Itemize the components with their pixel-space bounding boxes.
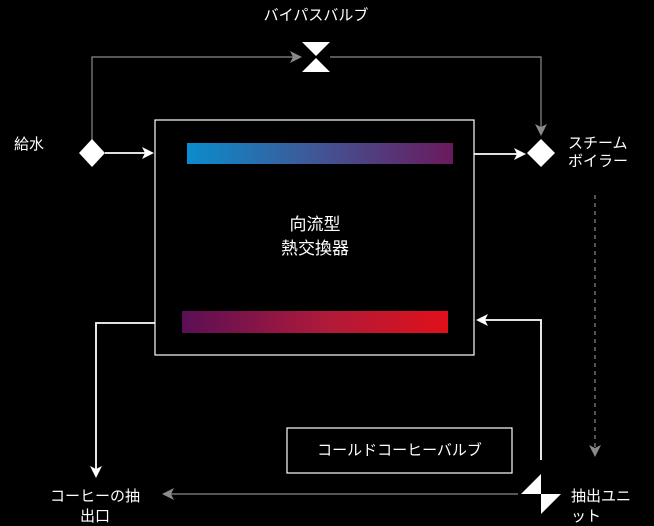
bypass-line-return <box>330 56 547 136</box>
extraction-unit-label-line1: 抽出ユニ <box>571 487 632 505</box>
exchanger-label: 向流型 熱交換器 <box>255 213 375 261</box>
exchanger-label-line1: 向流型 <box>289 215 341 235</box>
steam-boiler-label: スチーム ボイラー <box>568 134 628 170</box>
bypass-line <box>91 51 302 140</box>
steam-boiler-label-line2: ボイラー <box>568 152 629 170</box>
bypass-valve-label: バイパスバルブ <box>263 6 369 24</box>
coffee-outlet-label: コーヒーの抽 出口 <box>28 486 162 526</box>
cold-coffee-valve-label: コールドコーヒーバルブ <box>317 441 482 459</box>
coffee-outlet-label-line2: 出口 <box>79 507 110 525</box>
extraction-unit-label: 抽出ユニ ット <box>571 486 631 526</box>
cold-coffee-valve-box <box>286 427 513 474</box>
bypass-valve-icon <box>302 42 330 72</box>
feed-water-label: 給水 <box>14 135 45 153</box>
exchanger-label-line2: 熱交換器 <box>281 239 349 259</box>
extraction-to-exchanger-line <box>476 314 542 460</box>
feed-water-node-icon <box>79 139 105 167</box>
heat-exchanger-box <box>154 119 475 356</box>
exchanger-to-outlet-line <box>90 322 155 478</box>
extraction-unit-label-line2: ット <box>571 507 602 525</box>
coffee-outlet-label-line1: コーヒーの抽 <box>49 487 140 505</box>
steam-boiler-node-icon <box>527 139 555 167</box>
steam-boiler-label-line1: スチーム <box>568 134 628 152</box>
hot-channel-bar <box>182 311 448 333</box>
extraction-unit-icon <box>521 474 561 514</box>
cold-channel-bar <box>187 143 453 164</box>
